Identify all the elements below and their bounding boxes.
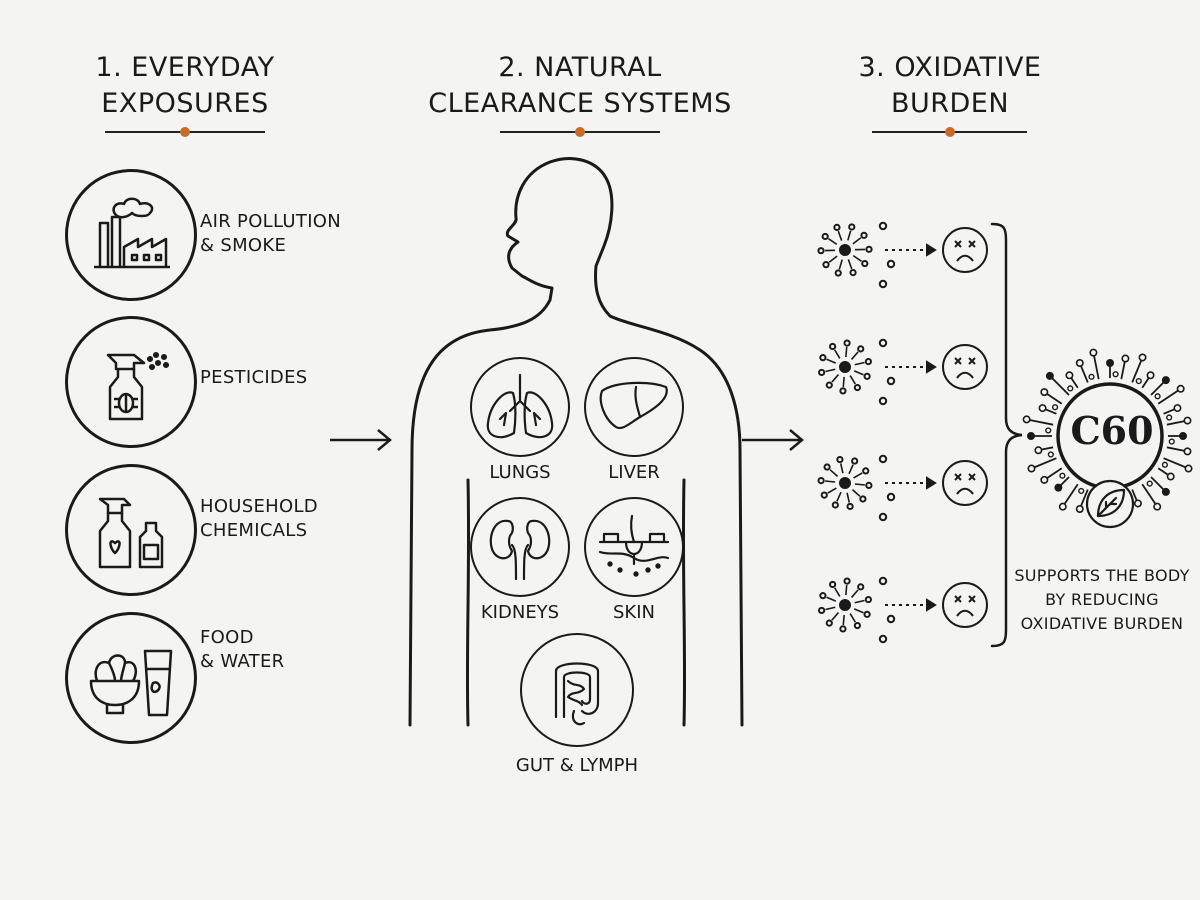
- column-title-clearance: 2. NATURAL CLEARANCE SYSTEMS: [428, 52, 732, 119]
- dotted-arrow-icon: [885, 243, 937, 257]
- lungs-icon: [486, 373, 554, 439]
- kidneys-icon: [489, 519, 551, 581]
- exposure-circle: [65, 169, 197, 301]
- human-body-outline: [408, 157, 744, 727]
- damaged-cell-icon: [942, 460, 988, 506]
- organ-circle: [470, 357, 570, 457]
- exposure-label: AIR POLLUTION & SMOKE: [200, 211, 342, 256]
- spray-bottle-icon: [106, 351, 170, 421]
- c60-caption: SUPPORTS THE BODY BY REDUCING OXIDATIVE …: [1014, 566, 1190, 633]
- exposure-label: HOUSEHOLD CHEMICALS: [200, 496, 318, 541]
- free-radical-icon: [817, 221, 896, 289]
- column-title-oxidative: 3. OXIDATIVE BURDEN: [858, 52, 1042, 119]
- dotted-arrow-icon: [885, 476, 937, 490]
- organ-label: LIVER: [608, 462, 660, 483]
- organ-circle: [584, 497, 684, 597]
- organ-circle: [470, 497, 570, 597]
- arrow-right-icon: [742, 429, 804, 451]
- title-accent-dot: [180, 127, 190, 137]
- free-radical-icon: [817, 454, 896, 522]
- cleaning-bottles-icon: [98, 497, 164, 569]
- food-water-icon: [89, 649, 173, 717]
- damaged-cell-icon: [942, 227, 988, 273]
- title-accent-dot: [575, 127, 585, 137]
- dotted-arrow-icon: [885, 360, 937, 374]
- exposure-label: PESTICIDES: [200, 367, 308, 388]
- leaf-icon: [1085, 479, 1135, 529]
- factory-icon: [94, 197, 170, 269]
- skin-icon: [598, 514, 670, 577]
- dotted-arrow-icon: [885, 598, 937, 612]
- organ-circle: [520, 633, 634, 747]
- exposure-circle: [65, 316, 197, 448]
- free-radical-icon: [818, 576, 896, 644]
- organ-label: LUNGS: [489, 462, 551, 483]
- column-title-exposures: 1. EVERYDAY EXPOSURES: [95, 52, 275, 119]
- title-accent-dot: [945, 127, 955, 137]
- liver-icon: [599, 381, 668, 430]
- c60-molecule-icon: [1022, 348, 1193, 524]
- exposure-circle: [65, 464, 197, 596]
- organ-label: KIDNEYS: [480, 602, 560, 623]
- free-radical-rows: [817, 221, 988, 644]
- damaged-cell-icon: [942, 344, 988, 390]
- organ-label: SKIN: [612, 602, 655, 623]
- c60-symbol: C60: [1070, 408, 1154, 453]
- bracket-brace: [990, 222, 1023, 648]
- organ-label: GUT & LYMPH: [515, 755, 639, 776]
- arrow-right-icon: [330, 429, 392, 451]
- damaged-cell-icon: [942, 582, 988, 628]
- free-radical-icon: [818, 338, 896, 406]
- exposure-label: FOOD & WATER: [200, 627, 285, 672]
- organ-circle: [584, 357, 684, 457]
- exposure-circle: [65, 612, 197, 744]
- intestines-icon: [554, 662, 600, 726]
